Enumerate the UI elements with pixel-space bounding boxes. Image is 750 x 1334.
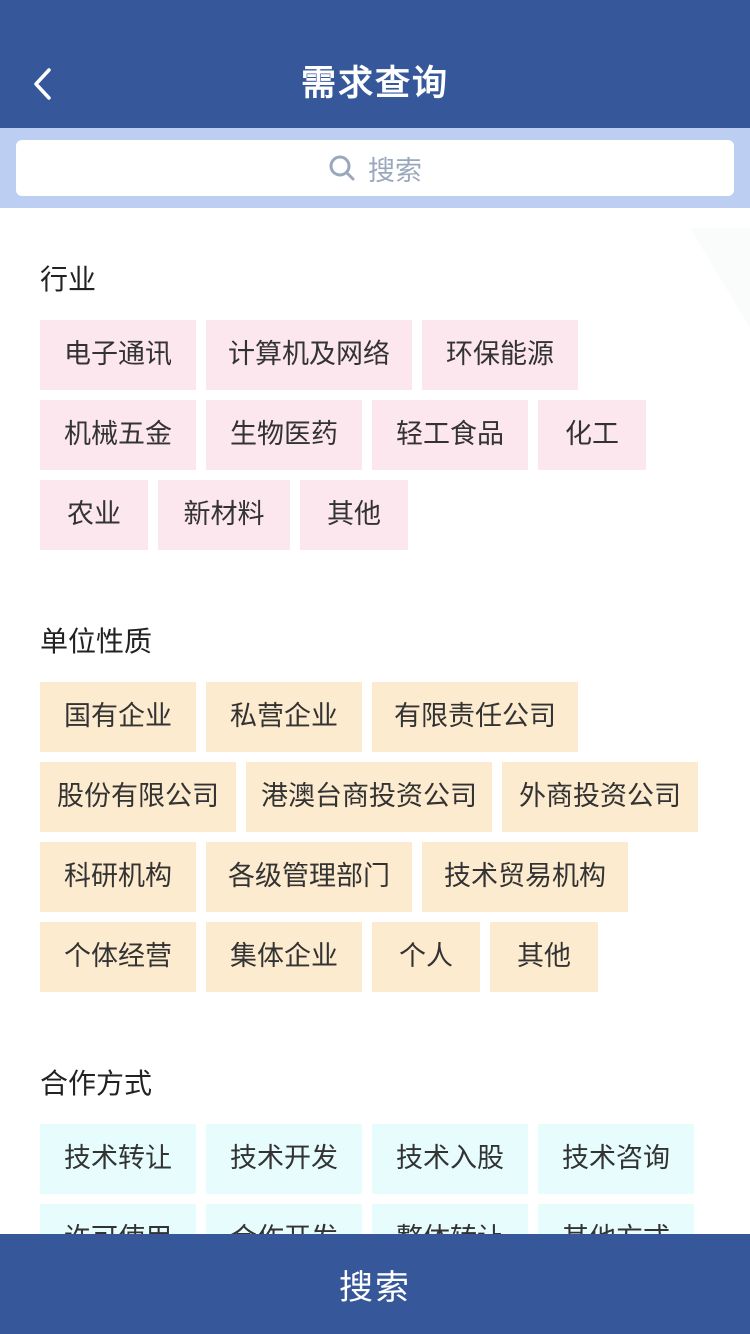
cooperation-tag[interactable]: 技术转让 bbox=[40, 1124, 196, 1194]
industry-tag[interactable]: 机械五金 bbox=[40, 400, 196, 470]
unit-nature-tag[interactable]: 技术贸易机构 bbox=[422, 842, 628, 912]
industry-tag[interactable]: 化工 bbox=[538, 400, 646, 470]
industry-tag[interactable]: 计算机及网络 bbox=[206, 320, 412, 390]
unit-nature-tags: 国有企业 私营企业 有限责任公司 股份有限公司 港澳台商投资公司 外商投资公司 … bbox=[40, 682, 740, 1002]
industry-section: 行业 电子通讯 计算机及网络 环保能源 机械五金 生物医药 轻工食品 化工 农业… bbox=[0, 260, 750, 560]
unit-nature-tag[interactable]: 私营企业 bbox=[206, 682, 362, 752]
industry-tag[interactable]: 环保能源 bbox=[422, 320, 578, 390]
filter-content: 行业 电子通讯 计算机及网络 环保能源 机械五金 生物医药 轻工食品 化工 农业… bbox=[0, 208, 750, 1234]
unit-nature-tag[interactable]: 各级管理部门 bbox=[206, 842, 412, 912]
unit-nature-tag[interactable]: 外商投资公司 bbox=[502, 762, 698, 832]
cooperation-section-title: 合作方式 bbox=[40, 1067, 153, 1100]
unit-nature-tag[interactable]: 其他 bbox=[490, 922, 598, 992]
cooperation-section: 合作方式 技术转让 技术开发 技术入股 技术咨询 许可使用 合作开发 整体转让 … bbox=[0, 1064, 750, 1234]
decorative-shape-icon bbox=[690, 228, 750, 328]
nav-bar: 需求查询 bbox=[0, 0, 750, 128]
unit-nature-tag[interactable]: 个体经营 bbox=[40, 922, 196, 992]
cooperation-tag[interactable]: 合作开发 bbox=[206, 1204, 362, 1234]
unit-nature-section-title: 单位性质 bbox=[40, 625, 153, 658]
industry-tag[interactable]: 生物医药 bbox=[206, 400, 362, 470]
unit-nature-section: 单位性质 国有企业 私营企业 有限责任公司 股份有限公司 港澳台商投资公司 外商… bbox=[0, 622, 750, 1002]
unit-nature-tag[interactable]: 股份有限公司 bbox=[40, 762, 236, 832]
unit-nature-tag[interactable]: 国有企业 bbox=[40, 682, 196, 752]
cooperation-tag[interactable]: 技术咨询 bbox=[538, 1124, 694, 1194]
industry-tag[interactable]: 农业 bbox=[40, 480, 148, 550]
cooperation-tag[interactable]: 技术入股 bbox=[372, 1124, 528, 1194]
industry-tags: 电子通讯 计算机及网络 环保能源 机械五金 生物医药 轻工食品 化工 农业 新材… bbox=[40, 320, 740, 560]
search-submit-button[interactable]: 搜索 bbox=[0, 1234, 750, 1334]
search-bar: 搜索 bbox=[0, 128, 750, 208]
unit-nature-tag[interactable]: 有限责任公司 bbox=[372, 682, 578, 752]
cooperation-tag[interactable]: 技术开发 bbox=[206, 1124, 362, 1194]
cooperation-tag[interactable]: 整体转让 bbox=[372, 1204, 528, 1234]
search-icon bbox=[329, 155, 355, 181]
unit-nature-tag[interactable]: 集体企业 bbox=[206, 922, 362, 992]
cooperation-tag[interactable]: 许可使用 bbox=[40, 1204, 196, 1234]
search-placeholder: 搜索 bbox=[368, 155, 422, 187]
unit-nature-tag[interactable]: 个人 bbox=[372, 922, 480, 992]
cooperation-tags: 技术转让 技术开发 技术入股 技术咨询 许可使用 合作开发 整体转让 其他方式 bbox=[40, 1124, 740, 1234]
industry-tag[interactable]: 新材料 bbox=[158, 480, 290, 550]
industry-section-title: 行业 bbox=[40, 263, 97, 296]
industry-tag[interactable]: 其他 bbox=[300, 480, 408, 550]
chevron-left-icon bbox=[34, 68, 51, 100]
industry-tag[interactable]: 轻工食品 bbox=[372, 400, 528, 470]
cooperation-tag[interactable]: 其他方式 bbox=[538, 1204, 694, 1234]
back-button[interactable] bbox=[22, 56, 62, 112]
search-input[interactable]: 搜索 bbox=[16, 140, 734, 196]
industry-tag[interactable]: 电子通讯 bbox=[40, 320, 196, 390]
unit-nature-tag[interactable]: 科研机构 bbox=[40, 842, 196, 912]
unit-nature-tag[interactable]: 港澳台商投资公司 bbox=[246, 762, 492, 832]
page-title: 需求查询 bbox=[300, 64, 449, 104]
